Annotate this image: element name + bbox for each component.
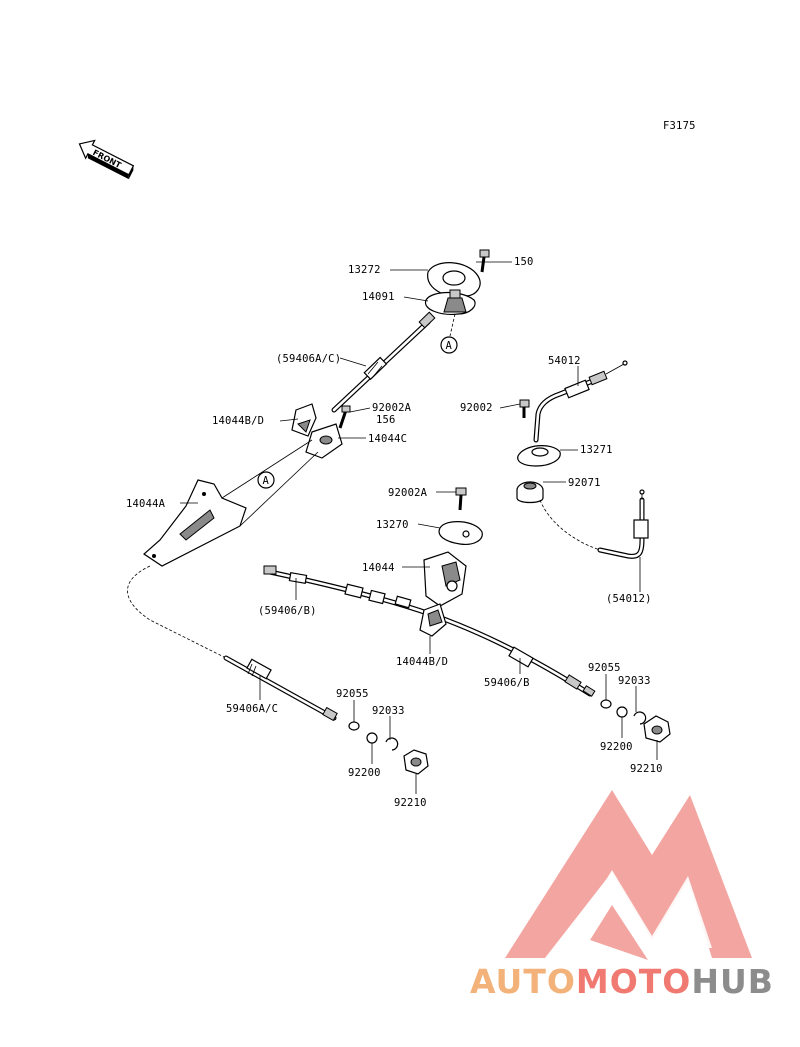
label-13270: 13270 (376, 519, 409, 531)
label-92033-right: 92033 (618, 675, 651, 687)
bolt-92002 (519, 399, 530, 418)
callout-a-top (440, 336, 458, 354)
bolt-150 (479, 249, 490, 273)
gasket-13270 (438, 521, 483, 545)
boot-14091 (424, 289, 476, 315)
label-59406b-paren: (59406/B) (258, 605, 317, 617)
label-150: 150 (514, 256, 534, 268)
watermark-brand-text: AUTOMOTOHUB (470, 962, 774, 1001)
front-arrow-icon: FRONT (78, 139, 135, 180)
label-13271: 13271 (580, 444, 613, 456)
clip-92033-right (633, 711, 647, 725)
washer-92200-left (366, 732, 378, 744)
callout-a-top-letter: A (446, 340, 453, 352)
bracket-14044a (143, 479, 247, 567)
label-59406b: 59406/B (484, 677, 530, 689)
bolt-92002a-mid (455, 487, 467, 511)
label-92002a-top: 92002A (372, 402, 412, 414)
label-92200-left: 92200 (348, 767, 381, 779)
label-13272: 13272 (348, 264, 381, 276)
label-92033-left: 92033 (372, 705, 405, 717)
oring-92055-left (348, 721, 360, 731)
cover-13271 (517, 445, 561, 467)
bracket-14044c (305, 423, 343, 459)
label-14091: 14091 (362, 291, 395, 303)
nut-92210-left (403, 749, 429, 775)
callout-a-mid-letter: A (263, 475, 270, 487)
label-92055-left: 92055 (336, 688, 369, 700)
cable-59406ac-upper (331, 311, 436, 413)
label-14044bd-bottom: 14044B/D (396, 656, 448, 668)
label-54012-paren: (54012) (606, 593, 652, 605)
label-59406ac-paren: (59406A/C) (276, 353, 341, 365)
label-92002a-mid: 92002A (388, 487, 428, 499)
label-14044a: 14044A (126, 498, 166, 510)
label-92071: 92071 (568, 477, 601, 489)
cable-54012 (533, 360, 628, 443)
clip-92033-left (385, 737, 399, 751)
cable-59406ac-lower (223, 655, 338, 722)
cable-54012-lower (597, 489, 649, 559)
washer-92200-right (616, 706, 628, 718)
label-14044: 14044 (362, 562, 395, 574)
label-92200-right: 92200 (600, 741, 633, 753)
label-59406ac: 59406A/C (226, 703, 278, 715)
bracket-14044bd-top (291, 403, 317, 437)
label-54012: 54012 (548, 355, 581, 367)
figure-code: F3175 (663, 120, 696, 132)
label-14044bd-top: 14044B/D (212, 415, 264, 427)
bracket-14044bd-bottom (419, 603, 447, 637)
watermark-text-hub: HUB (691, 962, 774, 1001)
watermark-text-auto: AUTO (470, 962, 576, 1001)
label-92210-left: 92210 (394, 797, 427, 809)
label-92210-right: 92210 (630, 763, 663, 775)
bolt-156 (338, 405, 351, 429)
grommet-92071 (516, 481, 544, 504)
watermark-logo (505, 790, 752, 960)
watermark-text-moto: MOTO (575, 962, 692, 1001)
label-156: 156 (376, 414, 396, 426)
label-92055-right: 92055 (588, 662, 621, 674)
oring-92055-right (600, 699, 612, 709)
bracket-14044 (423, 551, 467, 607)
callout-a-mid (257, 471, 275, 489)
label-92002: 92002 (460, 402, 493, 414)
nut-92210-right (643, 715, 671, 743)
label-14044c: 14044C (368, 433, 407, 445)
